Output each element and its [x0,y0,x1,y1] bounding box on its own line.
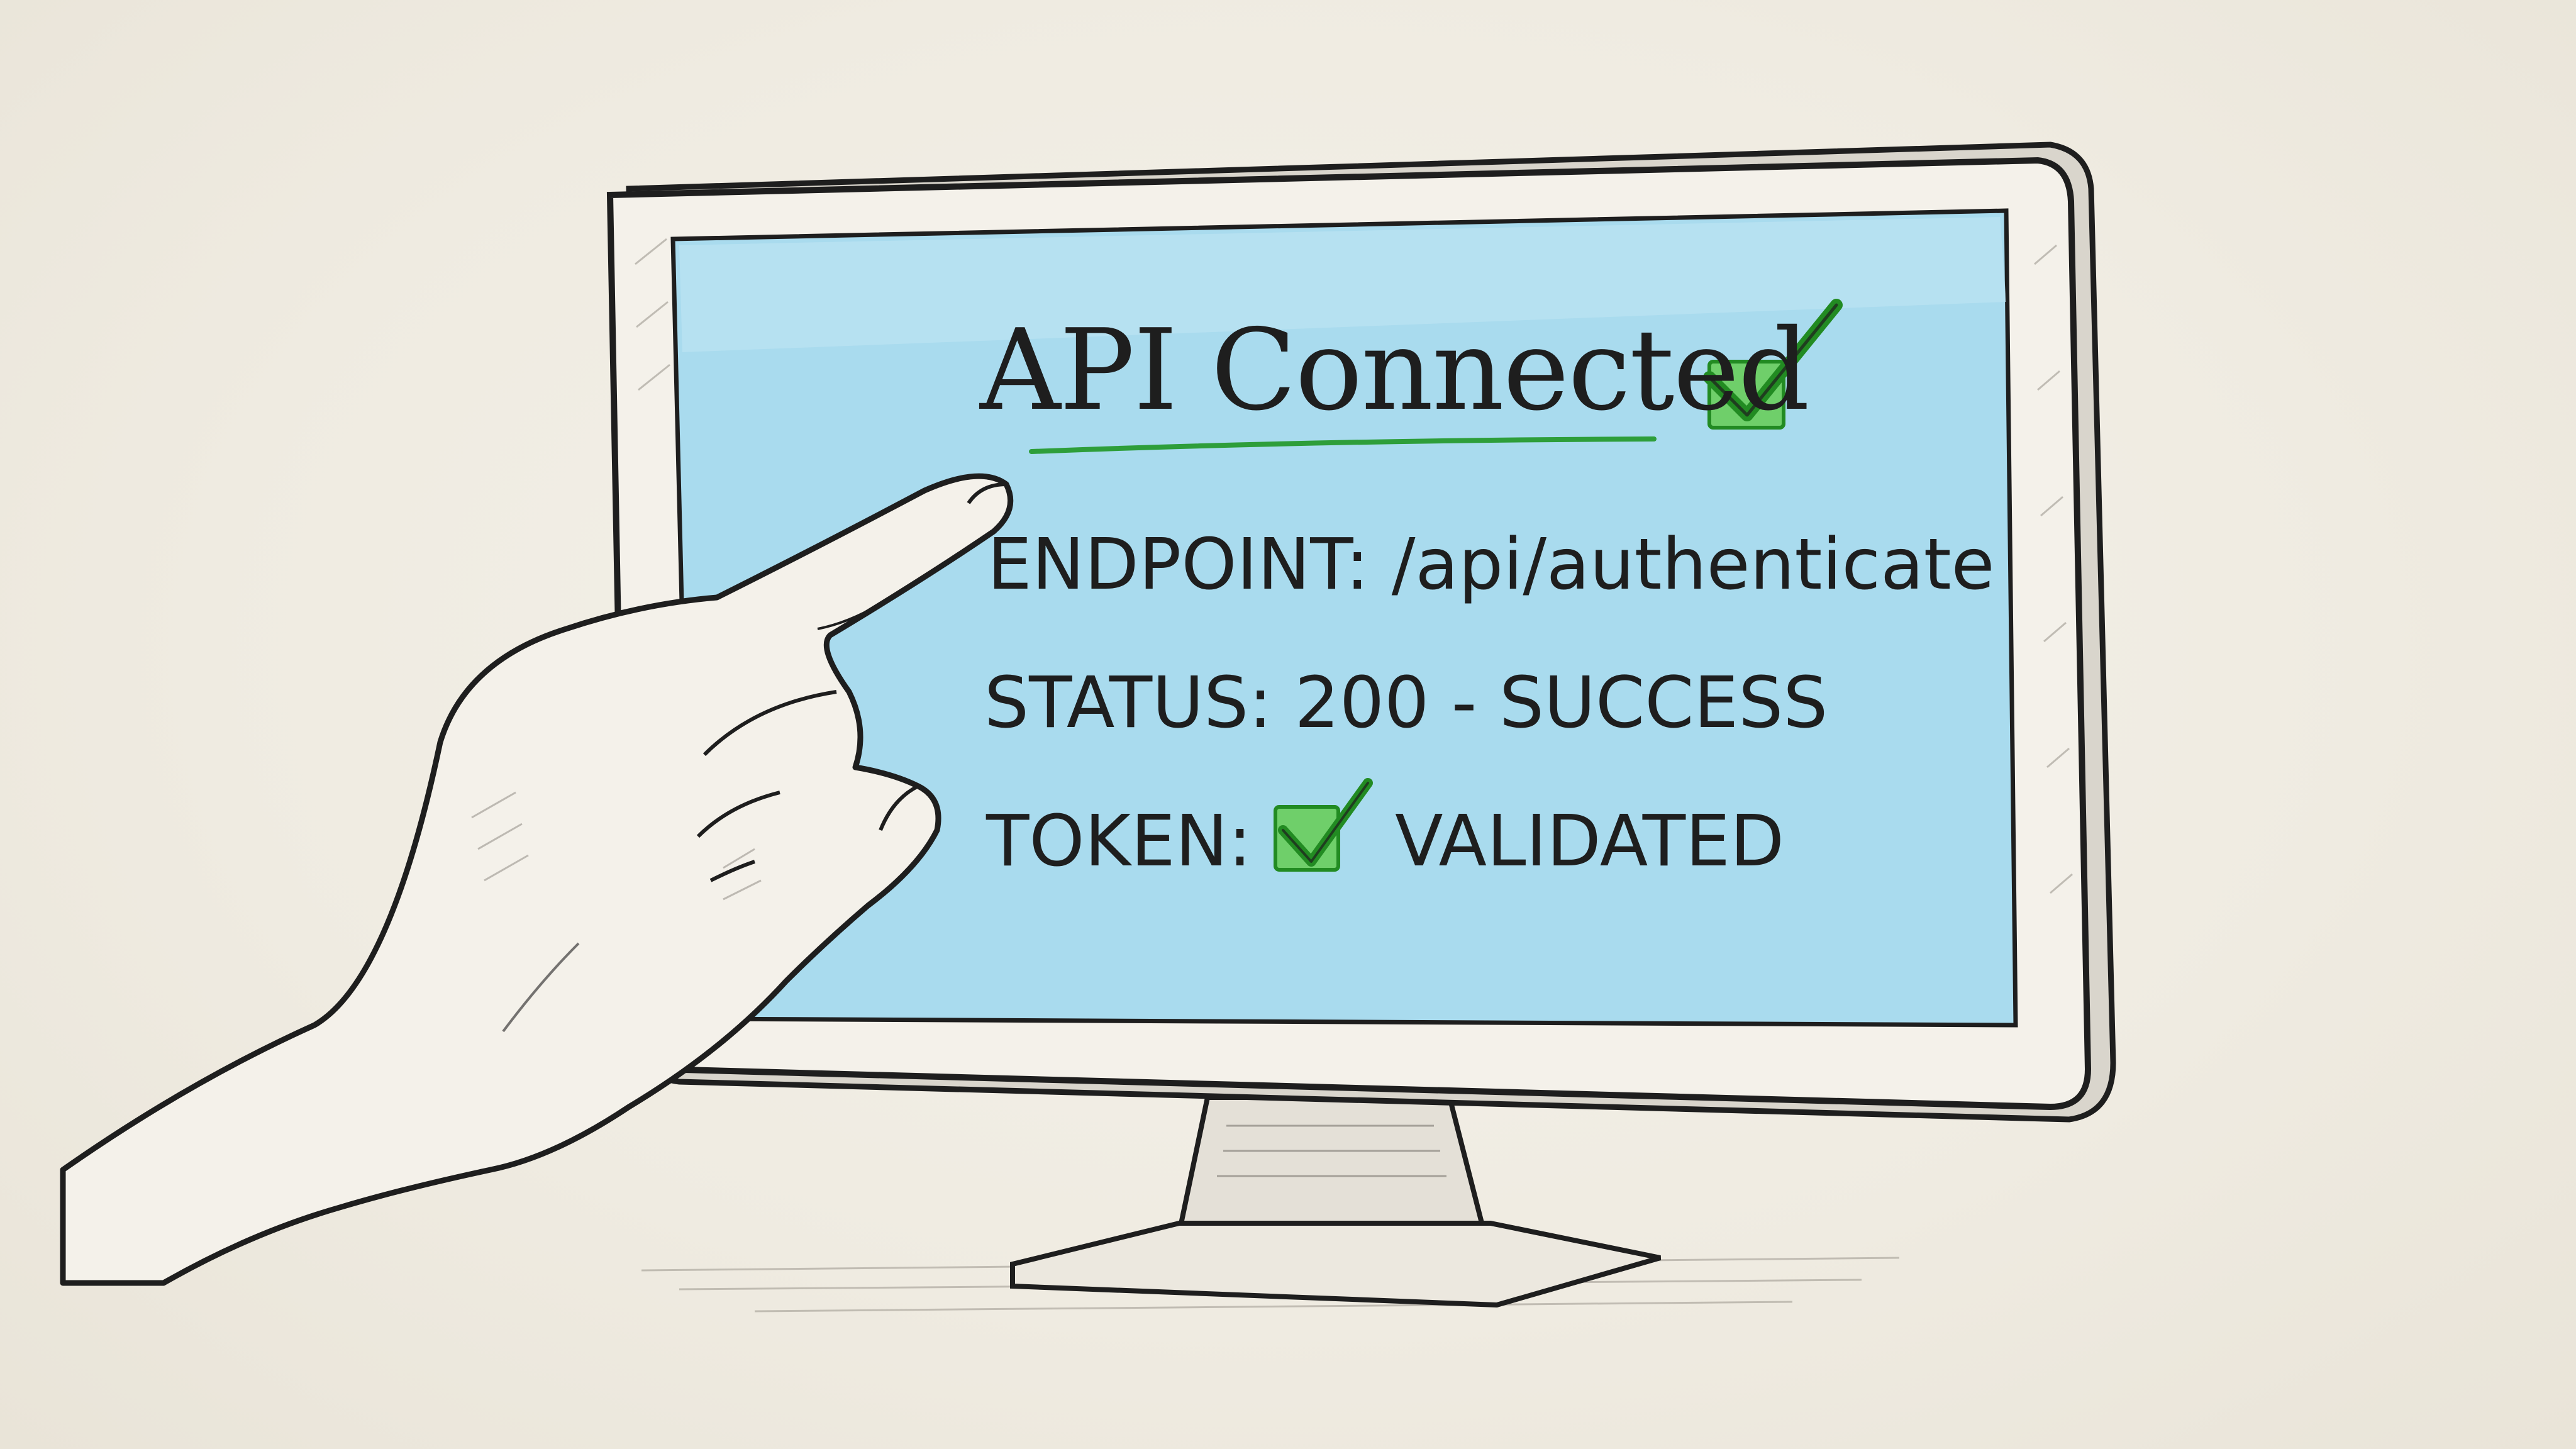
screen-shading [679,217,2006,352]
monitor-stand [1010,1095,1662,1308]
status-line: STATUS: 200 - SUCCESS [984,662,1828,744]
pointing-hand [60,473,1014,1286]
bezel-hatching [635,238,2073,894]
endpoint-line: ENDPOINT: /api/authenticate [987,524,1995,606]
token-label: TOKEN: [986,801,1252,882]
title-underline [1029,436,1657,454]
token-value: VALIDATED [1395,801,1785,882]
token-check-icon [1274,778,1373,872]
title-check-icon [1703,299,1843,430]
api-connected-title: API Connected [980,305,1810,435]
